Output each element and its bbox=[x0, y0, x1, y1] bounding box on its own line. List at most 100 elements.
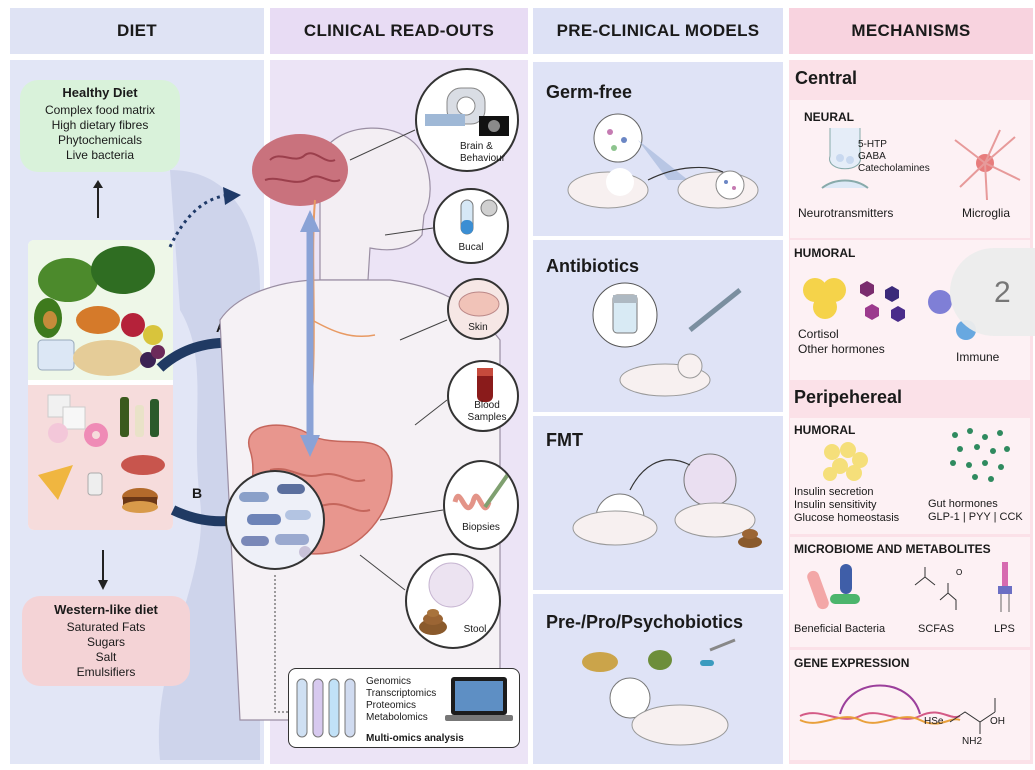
mech-humoral-title: HUMORAL bbox=[794, 246, 856, 260]
antibiotics-icon bbox=[592, 282, 742, 397]
blood-tube-icon bbox=[477, 368, 493, 402]
lps-label: LPS bbox=[994, 623, 1015, 635]
cortisol-icon bbox=[803, 278, 846, 319]
western-item-3: Salt bbox=[95, 650, 117, 664]
gut-hormones-list: GLP-1 | PYY | CCK bbox=[928, 511, 1023, 523]
gut-hormone-dots-icon bbox=[950, 428, 1010, 482]
omics-title: Multi-omics analysis bbox=[366, 733, 464, 744]
readout-stool-circle bbox=[405, 553, 501, 649]
scfa-molecule-icon: O bbox=[914, 567, 962, 610]
immune-cell-icon bbox=[928, 290, 976, 340]
readout-skin-circle bbox=[447, 278, 509, 340]
western-food-icon bbox=[38, 394, 165, 513]
mech-microbiome-box bbox=[790, 537, 1030, 647]
readout-brain-circle bbox=[415, 68, 519, 172]
svg-text:O: O bbox=[956, 568, 962, 577]
other-hormones-label: Other hormones bbox=[798, 342, 885, 356]
neurochem-1: 5-HTP bbox=[858, 139, 887, 150]
mech-peripheral-title: Peripehereal bbox=[794, 387, 903, 407]
western-item-2: Sugars bbox=[86, 635, 126, 649]
gut-hormones-label: Gut hormones bbox=[928, 498, 998, 510]
scfas-label: SCFAS bbox=[918, 623, 955, 635]
immune-label: Immune bbox=[956, 350, 1000, 364]
header-clinical: CLINICAL READ-OUTS bbox=[270, 8, 528, 54]
healthy-diet-title: Healthy Diet bbox=[62, 85, 138, 100]
fmt-section bbox=[533, 416, 783, 590]
omics-genomics: Genomics bbox=[366, 676, 412, 687]
healthy-item-2: High dietary fibres bbox=[51, 118, 149, 132]
header-mechanisms: MECHANISMS bbox=[789, 8, 1033, 54]
mech-central-title: Central bbox=[795, 68, 858, 88]
lps-icon bbox=[998, 562, 1012, 612]
omics-proteomics: Proteomics bbox=[366, 700, 417, 711]
healthy-item-3: Phytochemicals bbox=[57, 133, 143, 147]
omics-tubes-icon bbox=[296, 678, 356, 738]
mech-gene-box bbox=[790, 650, 1030, 760]
synapse-icon bbox=[821, 128, 869, 189]
selenocysteine-icon bbox=[949, 698, 996, 734]
fmt-icon bbox=[572, 453, 762, 548]
up-arrow bbox=[93, 180, 103, 218]
mech-gene-title: GENE EXPRESSION bbox=[794, 656, 910, 670]
readout-blood-label: Blood Samples bbox=[467, 400, 507, 423]
readout-blood-circle bbox=[447, 360, 519, 432]
header-diet: DIET bbox=[10, 8, 264, 54]
model-fmt-title: FMT bbox=[546, 430, 583, 450]
laptop-icon bbox=[445, 677, 513, 721]
stool-icon bbox=[419, 562, 474, 635]
syringe-tissue-icon bbox=[452, 468, 513, 511]
hse-label: HSe bbox=[924, 716, 944, 727]
healthy-food-icon bbox=[34, 246, 165, 376]
microglia-label: Microglia bbox=[962, 206, 1011, 220]
readout-bucal-circle bbox=[433, 188, 509, 264]
healthy-item-4: Live bacteria bbox=[65, 148, 135, 162]
readout-bucal-label: Bucal bbox=[458, 242, 484, 253]
readout-skin-label: Skin bbox=[468, 322, 488, 333]
insulin-cluster-icon bbox=[823, 442, 868, 481]
readout-stool-label: Stool bbox=[463, 624, 487, 635]
insulin-sensitivity: Insulin sensitivity bbox=[794, 499, 877, 511]
model-antibiotics-title: Antibiotics bbox=[546, 256, 639, 276]
nh2-label: NH2 bbox=[962, 736, 983, 747]
western-diet-box bbox=[22, 596, 190, 686]
cortisol-label: Cortisol bbox=[798, 327, 839, 341]
hormones-icon bbox=[860, 281, 905, 322]
page-badge[interactable] bbox=[950, 248, 1035, 336]
model-germfree-title: Germ-free bbox=[546, 82, 633, 102]
readout-biopsies-label: Biopsies bbox=[462, 522, 500, 533]
dna-loop-icon bbox=[799, 684, 961, 725]
mri-scanner-icon bbox=[425, 87, 509, 136]
microglia-icon bbox=[954, 129, 1021, 201]
swab-tube-icon bbox=[460, 199, 498, 235]
psychobiotics-icon bbox=[582, 638, 736, 746]
page-badge-number: 2 bbox=[994, 276, 1011, 309]
bacteria-icon bbox=[807, 564, 860, 610]
germfree-mice-icon bbox=[567, 113, 759, 209]
neurochem-3: Catecholamines bbox=[858, 163, 930, 174]
germfree-section bbox=[533, 62, 783, 236]
neurotransmitters-label: Neurotransmitters bbox=[798, 206, 894, 220]
header-preclinical: PRE-CLINICAL MODELS bbox=[533, 8, 783, 54]
dotted-arrow-to-brain bbox=[168, 187, 241, 248]
oh-label: OH bbox=[990, 716, 1005, 727]
glucose-homeostasis: Glucose homeostasis bbox=[794, 512, 900, 524]
readout-brain-label: Brain & Behaviour bbox=[460, 141, 506, 164]
healthy-item-1: Complex food matrix bbox=[44, 103, 156, 117]
down-arrow bbox=[98, 550, 108, 590]
model-psychobiotics-title: Pre-/Pro/Psychobiotics bbox=[546, 612, 744, 632]
western-item-4: Emulsifiers bbox=[76, 665, 136, 679]
omics-metabolomics: Metabolomics bbox=[366, 712, 428, 723]
skin-dish-icon bbox=[458, 291, 500, 317]
western-item-1: Saturated Fats bbox=[66, 620, 146, 634]
mech-neural-title: NEURAL bbox=[804, 110, 854, 124]
beneficial-bacteria-label: Beneficial Bacteria bbox=[794, 623, 886, 635]
western-diet-title: Western-like diet bbox=[54, 602, 158, 617]
healthy-diet-box bbox=[20, 80, 180, 172]
mech-microbiome-title: MICROBIOME AND METABOLITES bbox=[794, 542, 991, 556]
bacteria-cluster-icon bbox=[239, 484, 311, 558]
arrow-b-label: B bbox=[192, 485, 203, 501]
insulin-secretion: Insulin secretion bbox=[794, 486, 874, 498]
mech-humoral2-title: HUMORAL bbox=[794, 423, 856, 437]
neurochem-2: GABA bbox=[858, 151, 886, 162]
